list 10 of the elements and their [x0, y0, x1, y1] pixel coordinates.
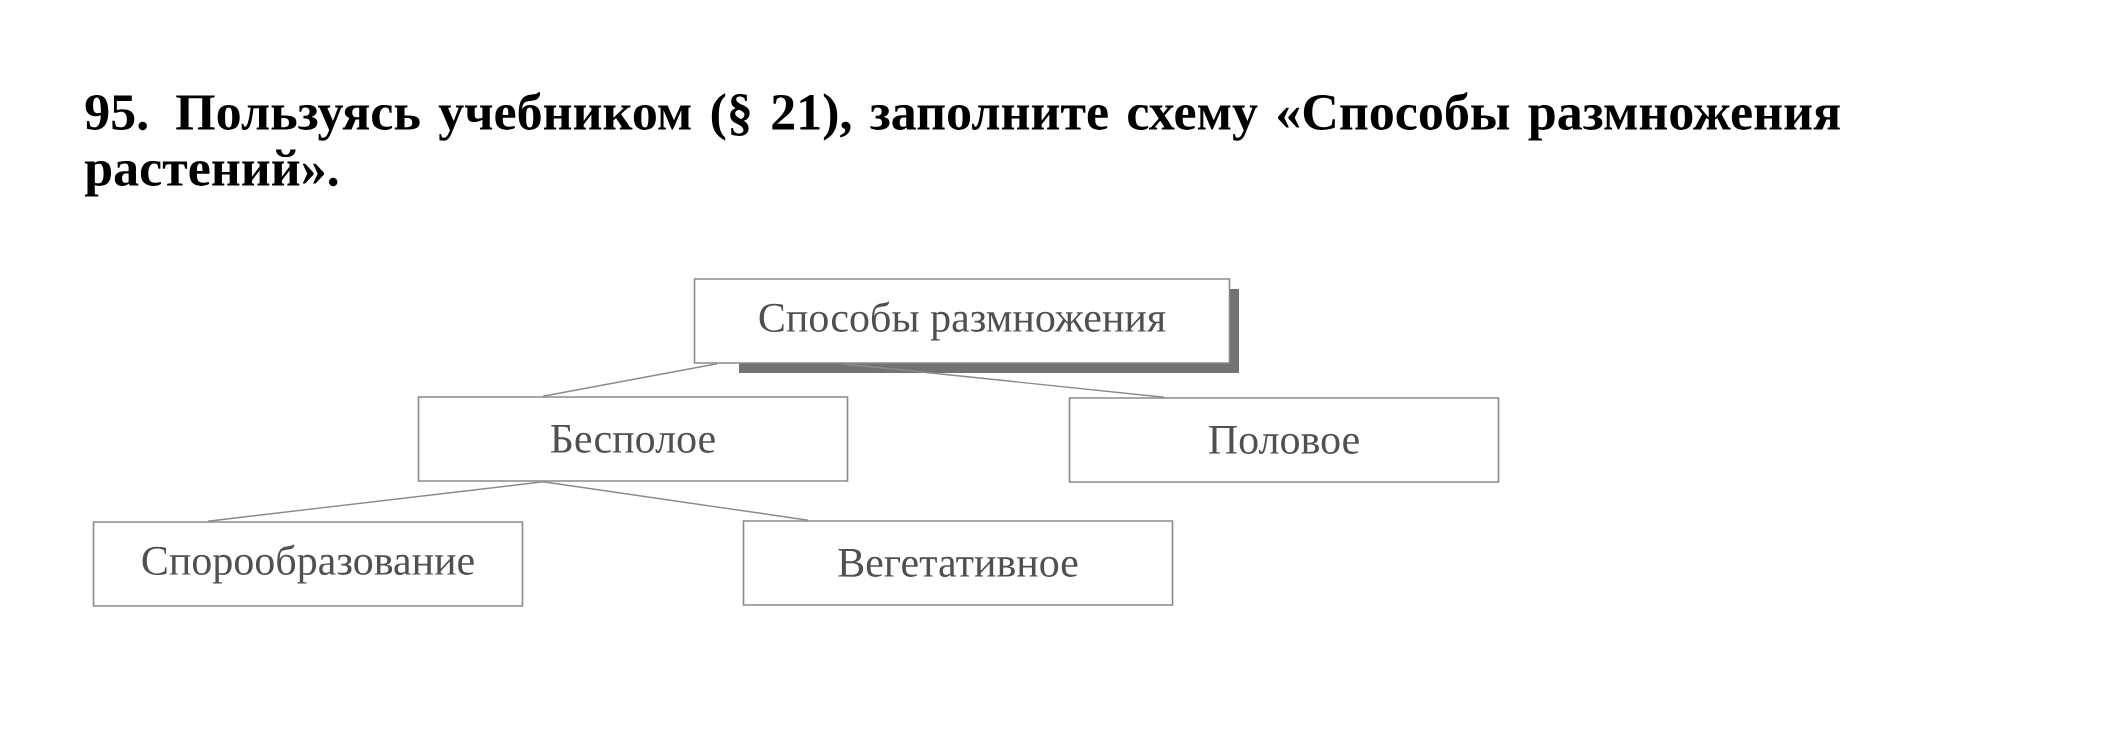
title: 95. Пользуясь учебником (§ 21), заполните схему «Способы размножения растений». [84, 92, 1840, 197]
connector-line [542, 363, 718, 397]
connector-line [207, 481, 544, 522]
box: Половое [1068, 397, 1500, 483]
box: Бесполое [417, 396, 849, 482]
box: Вегетативное [742, 520, 1174, 606]
box: Спорообразование [92, 521, 524, 607]
box: Способы размножения [693, 278, 1239, 373]
connector-line [542, 481, 809, 521]
connector-line [841, 363, 1165, 398]
